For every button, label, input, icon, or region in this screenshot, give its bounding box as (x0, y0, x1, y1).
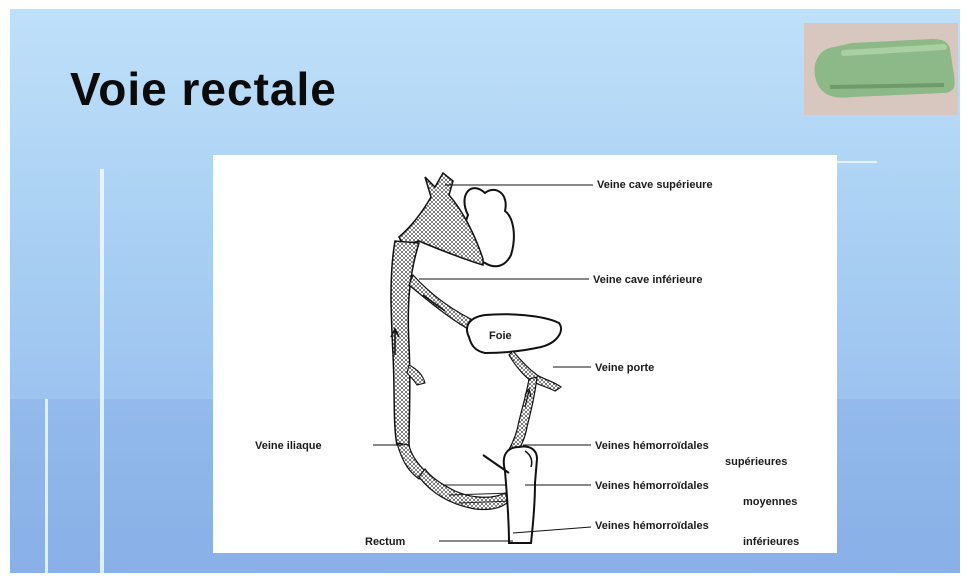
decorative-horizontal-line (837, 161, 877, 163)
label-hemo-moy-1: Veines hémorroïdales (595, 480, 709, 492)
label-veine-cave-sup: Veine cave supérieure (597, 179, 713, 191)
liver-shape (467, 314, 561, 353)
label-rectum: Rectum (365, 536, 406, 548)
label-foie: Foie (489, 330, 512, 342)
suppository-photo (804, 23, 958, 115)
label-hemo-sup-1: Veines hémorroïdales (595, 440, 709, 452)
label-veine-porte: Veine porte (595, 362, 654, 374)
label-hemo-moy-2: moyennes (743, 496, 797, 508)
slide: Voie rectale (10, 9, 960, 573)
iliac-vein (397, 443, 425, 479)
label-hemo-inf-1: Veines hémorroïdales (595, 520, 709, 532)
venous-diagram: Veine cave supérieure Veine cave inférie… (213, 155, 837, 553)
label-hemo-inf-2: inférieures (743, 536, 799, 548)
label-veine-iliaque: Veine iliaque (255, 440, 322, 452)
decorative-vertical-line (45, 399, 48, 573)
label-veine-cave-inf: Veine cave inférieure (593, 274, 702, 286)
label-hemo-sup-2: supérieures (725, 456, 787, 468)
slide-title: Voie rectale (70, 62, 337, 116)
decorative-vertical-line (100, 169, 104, 573)
